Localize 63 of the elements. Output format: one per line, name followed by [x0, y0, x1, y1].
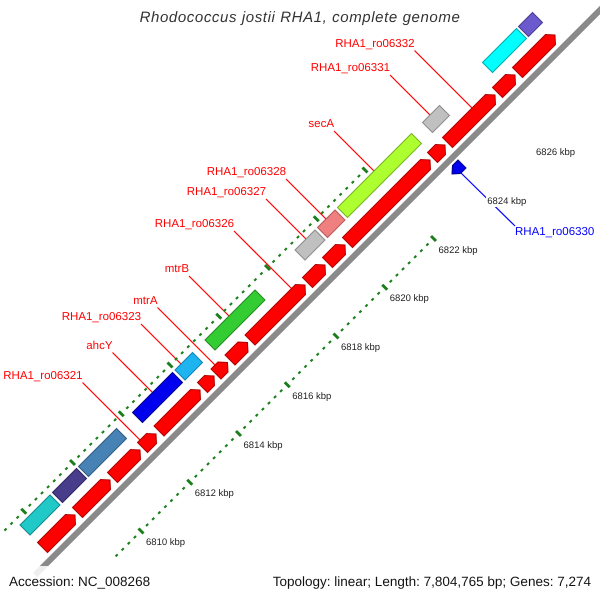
gene-label: RHA1_ro06332 — [335, 38, 414, 50]
gene-label: RHA1_ro06330 — [515, 226, 594, 239]
gene-label: RHA1_ro06331 — [310, 62, 390, 75]
gene-label: ahcY — [86, 340, 112, 352]
gene-block — [518, 12, 544, 38]
gene-feature — [451, 159, 467, 175]
gene-label: RHA1_ro06321 — [3, 370, 82, 382]
gene-label: RHA1_ro06323 — [62, 311, 141, 324]
gene-label: RHA1_ro06326 — [154, 218, 234, 231]
scale-label: 6818 kbp — [340, 342, 382, 353]
scale-label: 6826 kbp — [535, 147, 576, 158]
gene-feature — [136, 432, 158, 454]
scale-label: 6814 kbp — [242, 440, 284, 450]
gene-feature — [442, 94, 496, 148]
gene-label: mtrB — [164, 263, 189, 276]
gene-feature — [342, 158, 432, 248]
scale-label: 6810 kbp — [145, 537, 186, 548]
scale-label: 6824 kbp — [486, 196, 528, 207]
leader-line — [188, 276, 230, 316]
gene-block — [316, 209, 346, 238]
gene-block — [52, 468, 88, 504]
gene-feature — [512, 34, 556, 78]
scale-label: 6816 kbp — [291, 390, 332, 402]
gene-feature — [196, 374, 216, 394]
genome-info-text: Topology: linear; Length: 7,804,765 bp; Genes: 7,274 — [272, 574, 591, 590]
gene-feature — [210, 361, 229, 380]
gene-feature — [106, 448, 142, 484]
accession-text: Accession: NC_008268 — [9, 574, 150, 590]
leader-line — [390, 74, 430, 116]
gene-block — [132, 372, 184, 424]
gene-feature — [72, 478, 112, 518]
leader-line — [266, 198, 306, 240]
gene-block — [336, 132, 422, 218]
gene-feature — [322, 244, 346, 268]
gene-block — [19, 494, 61, 536]
scale-label: 6822 kbp — [438, 244, 479, 256]
scale-label: 6820 kbp — [388, 293, 430, 304]
gene-block — [78, 428, 128, 478]
gene-feature — [36, 514, 76, 554]
gene-block — [204, 289, 266, 351]
gene-feature — [244, 284, 306, 346]
leader-line — [157, 307, 216, 366]
gene-label: RHA1_ro06328 — [206, 166, 286, 179]
gene-block — [174, 352, 204, 381]
leader-line — [234, 230, 292, 289]
gene-feature — [426, 144, 446, 164]
leader-line — [140, 324, 182, 364]
gene-label: mtrA — [133, 294, 158, 308]
leader-line — [334, 130, 374, 172]
leader-line — [414, 50, 472, 108]
gene-feature — [302, 264, 326, 288]
leader-line — [82, 382, 140, 440]
scale-label: 6812 kbp — [194, 488, 235, 500]
title: Rhodococcus jostii RHA1, complete genome — [138, 9, 462, 26]
leader-line — [286, 178, 326, 220]
gene-block — [294, 229, 326, 261]
leader-line — [112, 352, 153, 393]
gene-feature — [153, 388, 202, 437]
gene-block — [482, 28, 528, 74]
gene-feature — [224, 341, 249, 366]
gene-label: RHA1_ro06327 — [186, 186, 266, 199]
gene-block — [422, 104, 450, 134]
gene-label: secA — [308, 118, 334, 131]
